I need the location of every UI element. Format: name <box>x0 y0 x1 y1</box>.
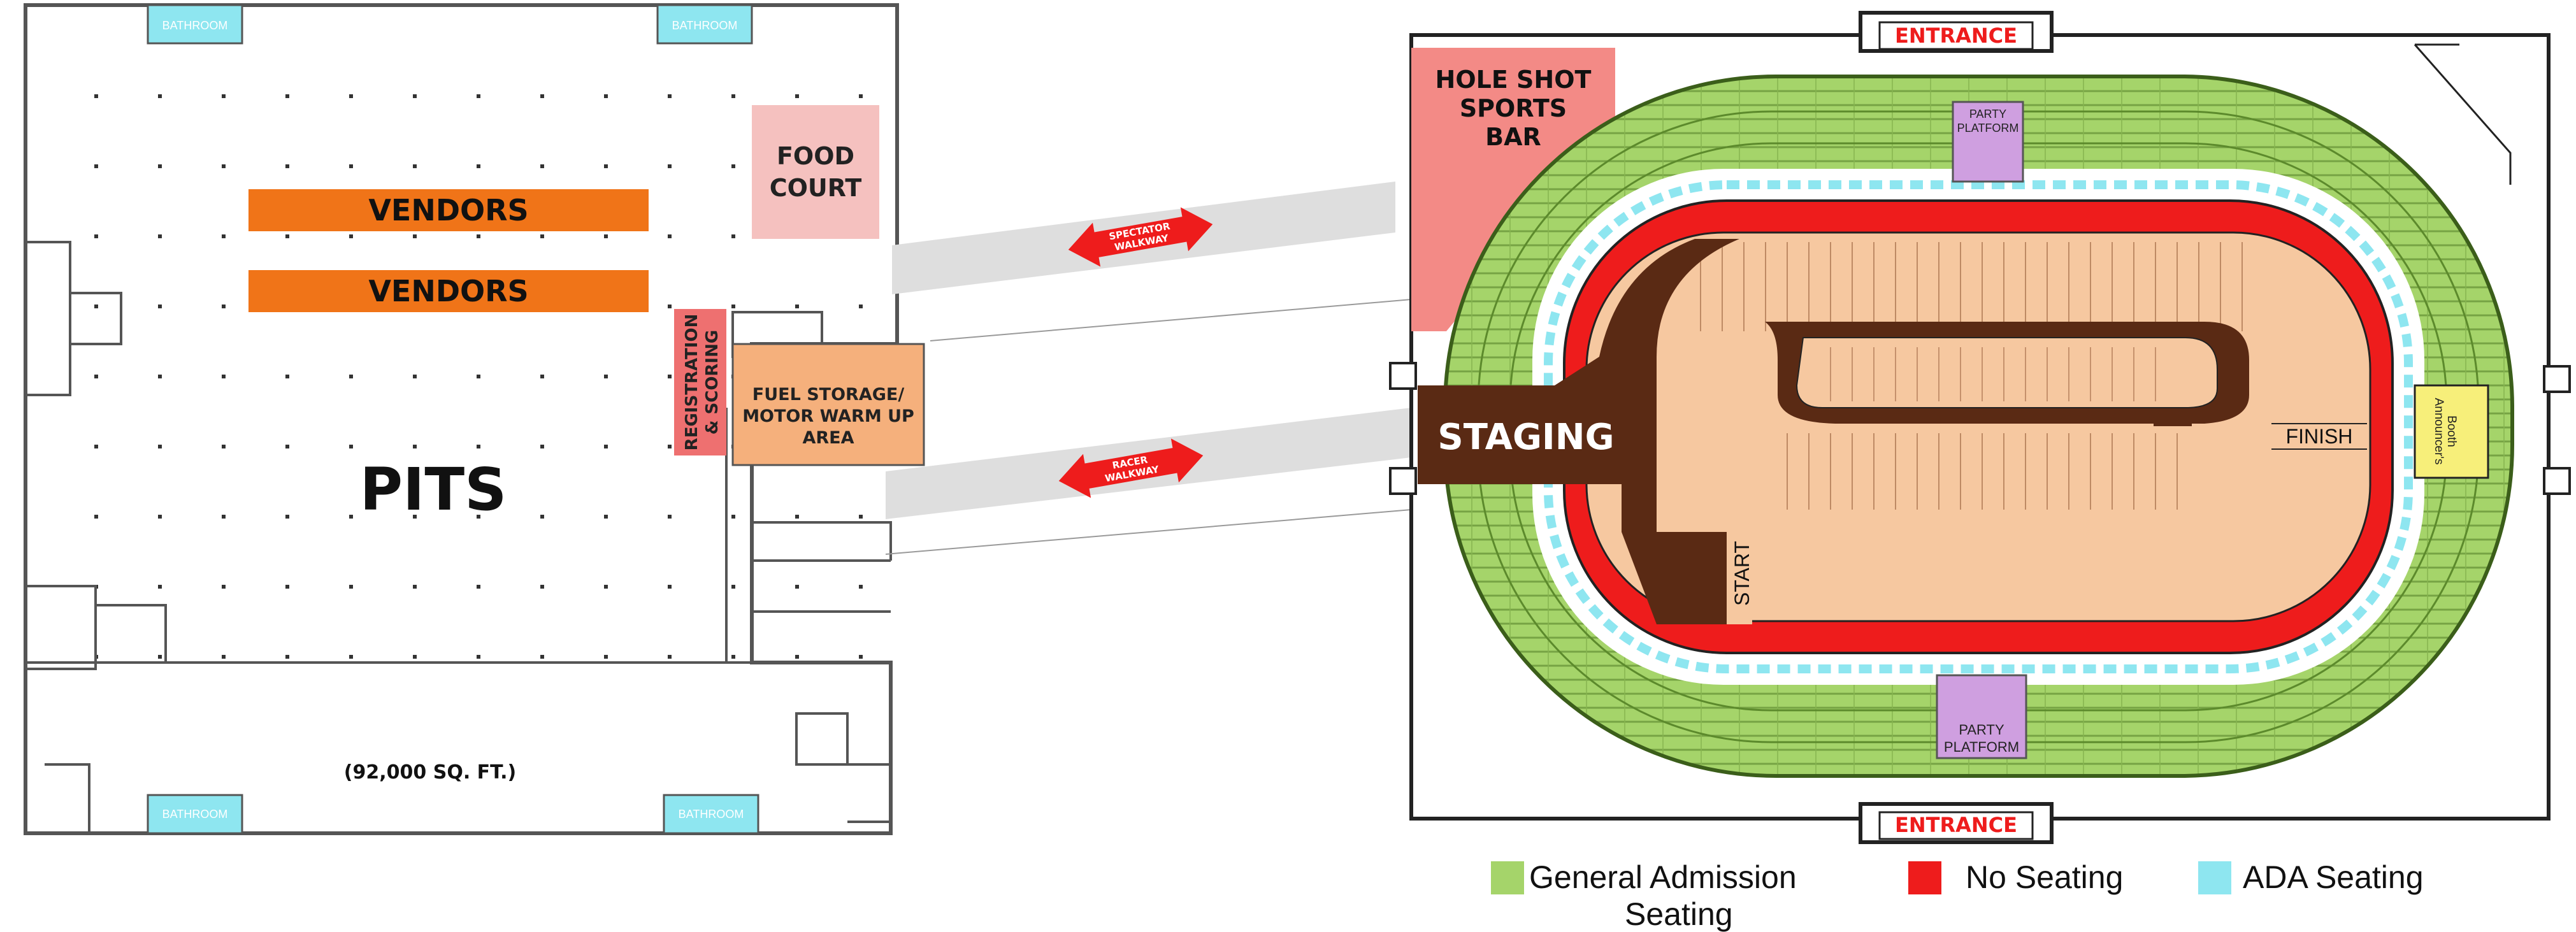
start-gate: START <box>1727 522 1753 624</box>
staging-label: STAGING <box>1437 417 1614 458</box>
legend: General Admission Seating No Seating ADA… <box>1491 859 2424 932</box>
announcers-booth: Announcer's Booth <box>2414 384 2489 479</box>
registration-label: REGISTRATION <box>682 314 702 451</box>
party-platform-bottom: PARTY PLATFORM <box>1936 674 2027 759</box>
party-platform-top: PARTY PLATFORM <box>1952 101 2024 183</box>
hole-shot-label: SPORTS <box>1460 94 1567 122</box>
fuel-label: FUEL STORAGE/ <box>752 385 905 405</box>
entrance-label: ENTRANCE <box>1895 24 2017 48</box>
finish-line: FINISH <box>2271 423 2367 450</box>
fuel-label: MOTOR WARM UP <box>742 406 914 426</box>
hole-shot-label: BAR <box>1485 123 1541 151</box>
party-label: PLATFORM <box>1944 739 2019 755</box>
racer-walkway: RACER WALKWAY <box>885 408 1412 555</box>
bathroom-label: BATHROOM <box>679 808 744 821</box>
registration-label: & SCORING <box>703 330 722 434</box>
pits-area: (92,000 SQ. FT.) <box>344 761 516 784</box>
bathroom-label: BATHROOM <box>162 19 228 32</box>
entrance-bottom: ENTRANCE <box>1859 802 2054 844</box>
hole-shot-label: HOLE SHOT <box>1436 66 1592 94</box>
legend-label: General Admission <box>1529 859 1797 895</box>
ada-seating <box>1544 180 2413 673</box>
start-label: START <box>1731 541 1753 606</box>
spectator-walkway: SPECTATOR WALKWAY <box>892 182 1412 341</box>
legend-general-admission: General Admission Seating <box>1491 859 1797 932</box>
bathroom-top-right: BATHROOM <box>656 4 753 45</box>
legend-label: No Seating <box>1966 859 2123 895</box>
food-court-label: COURT <box>770 174 862 202</box>
entrance-top: ENTRANCE <box>1859 11 2054 53</box>
race-track <box>1585 231 2371 622</box>
pits-building <box>24 3 899 835</box>
pits-title: PITS <box>360 455 507 524</box>
party-label: PLATFORM <box>1957 122 2019 134</box>
vendors-label: VENDORS <box>368 274 528 308</box>
bathroom-label: BATHROOM <box>162 808 228 821</box>
party-label: PARTY <box>1959 722 2004 738</box>
food-court-label: FOOD <box>777 142 854 170</box>
pits-column-grid <box>38 38 867 675</box>
food-court: FOOD COURT <box>752 105 879 239</box>
hole-shot-sports-bar: HOLE SHOT SPORTS BAR <box>1411 48 1615 331</box>
vendors-row-2: VENDORS <box>248 270 649 312</box>
finish-label: FINISH <box>2286 425 2353 448</box>
pits-wall-details <box>25 241 892 833</box>
booth-label: Booth <box>2445 415 2458 447</box>
fuel-storage-area: FUEL STORAGE/ MOTOR WARM UP AREA <box>731 343 925 466</box>
registration-scoring: REGISTRATION & SCORING <box>674 309 726 455</box>
vendors-label: VENDORS <box>368 193 528 227</box>
entrance-label: ENTRANCE <box>1895 813 2017 837</box>
legend-no-seating: No Seating <box>1908 859 2123 895</box>
staging-chute: STAGING <box>1418 239 1739 624</box>
party-label: PARTY <box>1969 108 2006 120</box>
booth-label: Announcer's <box>2432 398 2445 464</box>
legend-label: Seating <box>1625 896 1733 932</box>
bathroom-top-left: BATHROOM <box>147 4 243 45</box>
legend-ada-seating: ADA Seating <box>2198 859 2424 895</box>
bathroom-bottom-right: BATHROOM <box>663 794 759 835</box>
legend-label: ADA Seating <box>2243 859 2424 895</box>
bathroom-label: BATHROOM <box>672 19 738 32</box>
vendors-row-1: VENDORS <box>248 189 649 231</box>
fuel-label: AREA <box>802 428 854 448</box>
bathroom-bottom-left: BATHROOM <box>147 794 243 835</box>
